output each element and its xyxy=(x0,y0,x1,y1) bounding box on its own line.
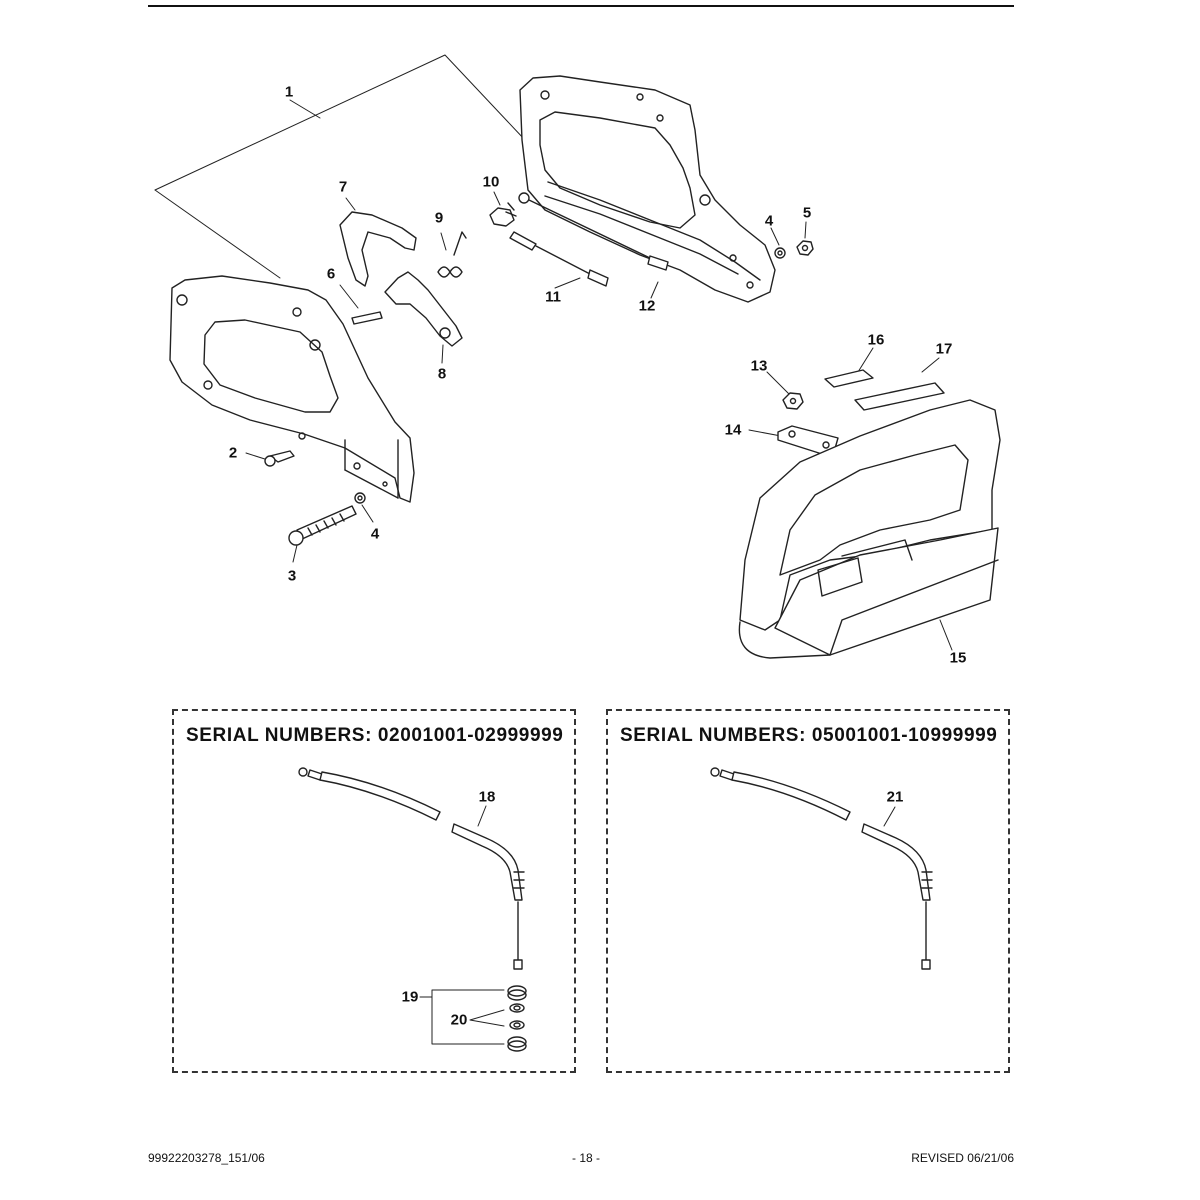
handle-frame-left-half xyxy=(169,275,415,503)
callout-11: 11 xyxy=(545,288,561,306)
throttle-trigger-8 xyxy=(384,271,463,347)
screw-3 xyxy=(288,505,357,546)
trigger-lock-7 xyxy=(339,211,417,287)
throttle-rod-11 xyxy=(509,231,609,287)
callout-7: 7 xyxy=(338,178,348,196)
switch-10 xyxy=(489,202,517,227)
callout-2: 2 xyxy=(228,444,238,462)
label-17 xyxy=(854,382,945,411)
callout-12: 12 xyxy=(638,297,656,315)
callout-10: 10 xyxy=(482,173,500,191)
handle-frame-right-half xyxy=(519,75,776,303)
callout-9: 9 xyxy=(434,209,444,227)
callout-17: 17 xyxy=(935,340,953,358)
serial-box-left: SERIAL NUMBERS: 02001001-02999999 xyxy=(172,709,576,1073)
label-16 xyxy=(824,369,874,388)
washer-4-left xyxy=(354,492,366,504)
callout-3: 3 xyxy=(287,567,297,585)
callout-5: 5 xyxy=(802,204,812,222)
top-rule xyxy=(148,5,1014,7)
footer-doc-number: 99922203278_151/06 xyxy=(148,1151,265,1165)
throttle-cable-18 xyxy=(298,767,525,970)
ground-lead-12 xyxy=(518,192,669,271)
serial-box-right-title: SERIAL NUMBERS: 05001001-10999999 xyxy=(620,725,998,746)
callout-13: 13 xyxy=(750,357,768,375)
footer-revised: REVISED 06/21/06 xyxy=(911,1151,1014,1165)
callout-14: 14 xyxy=(724,421,742,439)
bushings-19-20 xyxy=(419,985,527,1052)
callout-6: 6 xyxy=(326,265,336,283)
throttle-cable-21 xyxy=(710,767,933,970)
callout-15: 15 xyxy=(949,649,967,667)
callout-20: 20 xyxy=(450,1011,468,1029)
callout-18: 18 xyxy=(478,788,496,806)
footer-page-number: - 18 - xyxy=(571,1151,601,1165)
callout-4-right: 4 xyxy=(764,212,774,230)
front-handle-15 xyxy=(738,399,1001,659)
spring-9 xyxy=(437,231,467,278)
serial-box-left-title: SERIAL NUMBERS: 02001001-02999999 xyxy=(186,725,564,746)
callout-4-left: 4 xyxy=(370,525,380,543)
serial-box-right: SERIAL NUMBERS: 05001001-10999999 xyxy=(606,709,1010,1073)
nut-5 xyxy=(796,240,814,256)
leader-lines xyxy=(154,54,953,827)
callout-19: 19 xyxy=(401,988,419,1006)
screw-2 xyxy=(264,450,295,467)
callout-21: 21 xyxy=(886,788,904,806)
washer-4-right xyxy=(774,247,786,259)
callout-1: 1 xyxy=(284,83,294,101)
callout-16: 16 xyxy=(867,331,885,349)
callout-8: 8 xyxy=(437,365,447,383)
pin-6 xyxy=(351,311,383,325)
nut-13 xyxy=(782,392,804,410)
